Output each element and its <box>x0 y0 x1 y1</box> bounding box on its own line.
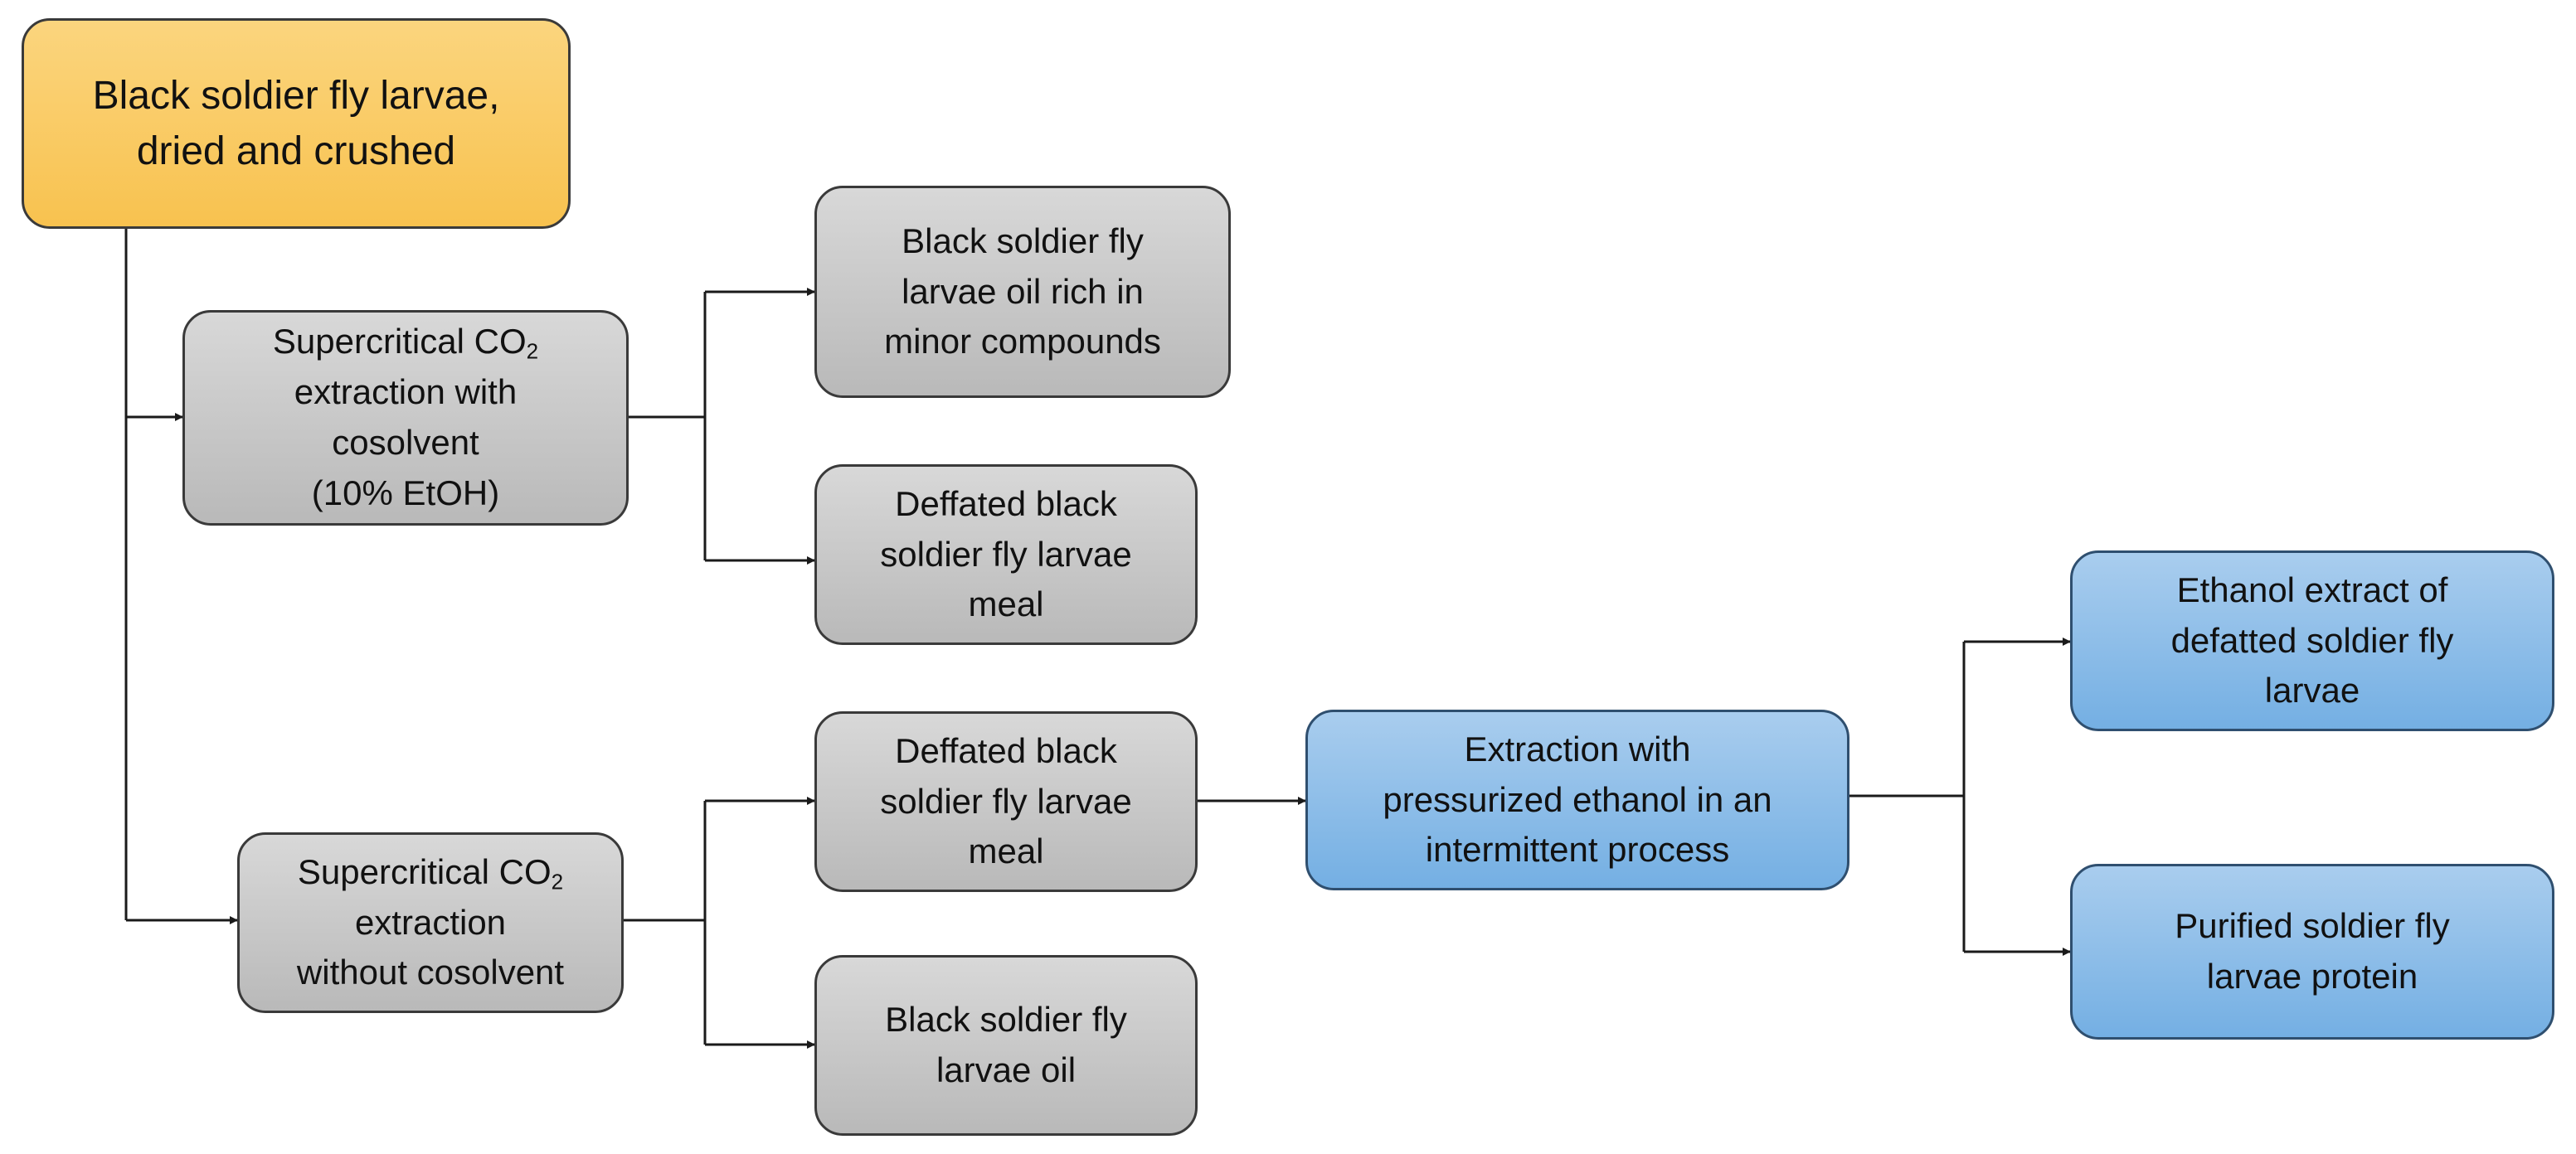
node-purified-protein-line-2: larvae protein <box>2206 957 2418 996</box>
node-oil-minor-line-3: minor compounds <box>884 322 1161 361</box>
node-supercritical-without-cosolvent: Supercritical CO2 extraction without cos… <box>237 832 624 1013</box>
node-sc-cosolvent-line-4: (10% EtOH) <box>311 473 500 512</box>
node-oil-rich-minor-compounds: Black soldier fly larvae oil rich in min… <box>814 186 1231 398</box>
node-pressurized-ethanol-line-2: pressurized ethanol in an <box>1383 779 1772 819</box>
node-start-line-2: dried and crushed <box>136 129 456 173</box>
node-defatted-meal-1: Deffated black soldier fly larvae meal <box>814 464 1198 645</box>
subscript-2: 2 <box>526 338 539 364</box>
node-sc-cosolvent-line-1: Supercritical CO2 <box>272 322 539 364</box>
node-sc-no-cosolvent-line-3: without cosolvent <box>296 953 565 992</box>
node-sc-cosolvent-line-3: cosolvent <box>332 423 479 462</box>
node-defatted-meal-2: Deffated black soldier fly larvae meal <box>814 711 1198 892</box>
node-larvae-oil-line-2: larvae oil <box>936 1050 1077 1089</box>
node-larvae-oil-line-1: Black soldier fly <box>885 1000 1127 1040</box>
node-supercritical-with-cosolvent: Supercritical CO2 extraction with cosolv… <box>182 310 629 526</box>
node-defatted-meal-2-line-2: soldier fly larvae <box>880 781 1132 821</box>
node-oil-minor-line-1: Black soldier fly <box>902 221 1144 260</box>
node-purified-protein: Purified soldier fly larvae protein <box>2070 864 2554 1040</box>
node-ethanol-extract-line-1: Ethanol extract of <box>2176 570 2448 609</box>
node-ethanol-extract-line-3: larvae <box>2264 671 2360 710</box>
node-defatted-meal-1-line-2: soldier fly larvae <box>880 534 1132 574</box>
node-defatted-meal-2-line-1: Deffated black <box>895 730 1117 770</box>
node-pressurized-ethanol-line-1: Extraction with <box>1464 729 1691 769</box>
node-purified-protein-line-1: Purified soldier fly <box>2175 906 2450 946</box>
node-ethanol-extract: Ethanol extract of defatted soldier fly … <box>2070 550 2554 731</box>
node-defatted-meal-1-line-3: meal <box>968 584 1044 624</box>
node-sc-no-cosolvent-line-1: Supercritical CO2 <box>297 851 564 895</box>
subscript-2: 2 <box>551 869 564 895</box>
node-sc-cosolvent-line-2: extraction with <box>294 372 518 412</box>
node-ethanol-extract-line-2: defatted soldier fly <box>2170 620 2454 660</box>
node-sc-no-cosolvent-line-2: extraction <box>354 902 507 942</box>
node-defatted-meal-1-line-1: Deffated black <box>895 483 1117 523</box>
node-oil-minor-line-2: larvae oil rich in <box>902 271 1144 311</box>
node-larvae-oil: Black soldier fly larvae oil <box>814 955 1198 1136</box>
node-start: Black soldier fly larvae, dried and crus… <box>22 18 571 229</box>
node-defatted-meal-2-line-3: meal <box>968 832 1044 871</box>
node-pressurized-ethanol-extraction: Extraction with pressurized ethanol in a… <box>1305 710 1849 890</box>
node-pressurized-ethanol-line-3: intermittent process <box>1425 830 1730 870</box>
node-start-line-1: Black soldier fly larvae, <box>92 73 500 118</box>
